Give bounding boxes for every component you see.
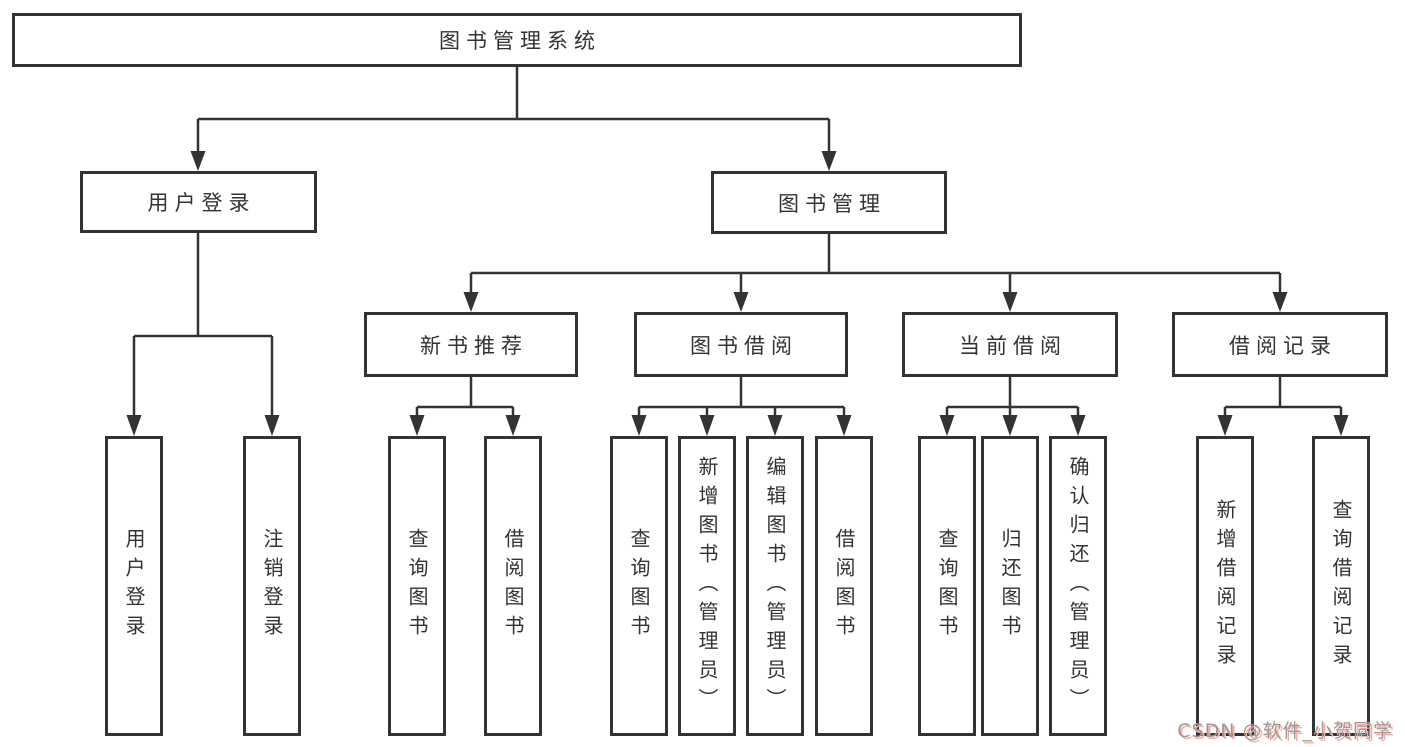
edge-borrowing-records-to-children	[1217, 377, 1349, 436]
node-label: 查询图书	[627, 528, 651, 644]
node-current-borrowing: 当前借阅	[902, 312, 1118, 377]
node-label: 编辑图书（管理员）	[763, 455, 787, 717]
node-label: 图书管理系统	[439, 29, 601, 53]
node-book-management: 图书管理	[711, 171, 947, 234]
node-label: 查询图书	[935, 528, 959, 644]
leaf-logout: 注销登录	[243, 436, 301, 736]
leaf-confirm-return-admin: 确认归还（管理员）	[1049, 436, 1107, 736]
leaf-query-borrowing-record: 查询借阅记录	[1312, 436, 1370, 736]
node-label: 查询借阅记录	[1329, 499, 1353, 673]
node-label: 借阅图书	[501, 528, 525, 644]
node-label: 新增借阅记录	[1213, 499, 1237, 673]
node-label: 图书管理	[778, 191, 886, 216]
edge-user-login-to-children	[126, 233, 280, 436]
node-book-borrowing: 图书借阅	[634, 312, 848, 377]
edge-current-borrowing-to-children	[939, 377, 1086, 436]
node-label: 当前借阅	[959, 333, 1067, 358]
node-label: 用户登录	[147, 191, 256, 215]
node-label: 用户登录	[122, 528, 146, 644]
node-label: 新增图书（管理员）	[695, 455, 719, 717]
edge-book-borrowing-to-children	[631, 377, 852, 436]
leaf-query-books-borrowing: 查询图书	[610, 436, 668, 736]
node-label: 借阅图书	[832, 528, 856, 644]
leaf-return-books: 归还图书	[981, 436, 1039, 736]
edge-new-book-recommendation-to-children	[409, 377, 521, 436]
node-library-management-system: 图书管理系统	[12, 13, 1022, 67]
leaf-add-borrowing-record: 新增借阅记录	[1196, 436, 1254, 736]
node-label: 注销登录	[260, 528, 284, 644]
leaf-add-book-admin: 新增图书（管理员）	[678, 436, 736, 736]
edge-root-to-level2	[190, 67, 837, 171]
node-label: 查询图书	[405, 528, 429, 644]
node-new-book-recommendation: 新书推荐	[364, 312, 578, 377]
node-user-login: 用户登录	[80, 171, 317, 233]
edge-book-management-to-children	[463, 234, 1288, 312]
leaf-query-books-current: 查询图书	[918, 436, 976, 736]
csdn-watermark: CSDN @软件_小贺同学	[1177, 720, 1393, 742]
node-label: 归还图书	[998, 528, 1022, 644]
node-borrowing-records: 借阅记录	[1172, 312, 1388, 377]
node-label: 图书借阅	[690, 333, 798, 358]
leaf-borrow-books-borrowing: 借阅图书	[815, 436, 873, 736]
leaf-query-books-recommend: 查询图书	[388, 436, 446, 736]
leaf-user-login: 用户登录	[105, 436, 163, 736]
node-label: 借阅记录	[1229, 333, 1337, 358]
leaf-borrow-books-recommend: 借阅图书	[484, 436, 542, 736]
node-label: 新书推荐	[420, 333, 528, 358]
leaf-edit-book-admin: 编辑图书（管理员）	[746, 436, 804, 736]
node-label: 确认归还（管理员）	[1066, 455, 1090, 717]
